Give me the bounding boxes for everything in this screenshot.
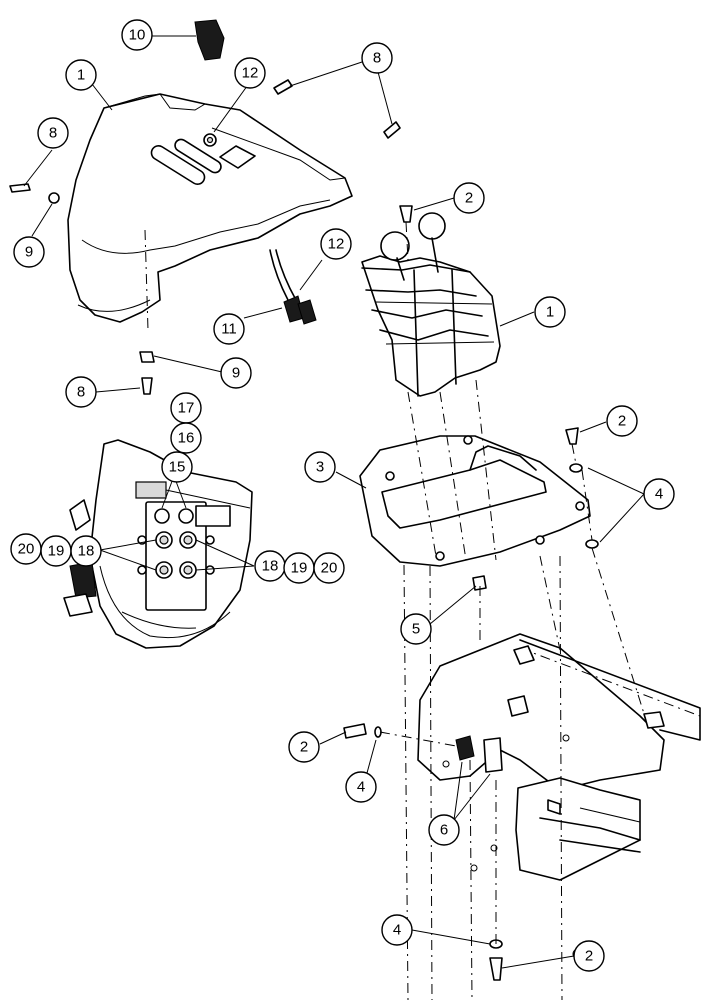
callout-label: 2 [618, 413, 626, 430]
callout-label: 5 [412, 621, 420, 638]
callout-20: 20 [10, 533, 42, 565]
callout-10: 10 [121, 19, 153, 51]
callout-4: 4 [381, 914, 413, 946]
leader-lines [23, 35, 645, 969]
mounting-plate [359, 427, 599, 591]
callout-label: 8 [49, 125, 57, 142]
callout-label: 11 [221, 321, 237, 338]
callout-label: 4 [393, 922, 401, 939]
callout-label: 3 [316, 459, 324, 476]
callout-label: 20 [321, 560, 338, 577]
callout-2: 2 [288, 731, 320, 763]
callout-label: 9 [232, 365, 240, 382]
callout-label: 10 [129, 27, 146, 44]
callout-18: 18 [254, 550, 286, 582]
callout-label: 12 [242, 65, 259, 82]
callout-1: 1 [65, 59, 97, 91]
callout-label: 16 [178, 430, 195, 447]
machine-frame [343, 221, 701, 1000]
callout-4: 4 [643, 478, 675, 510]
callout-11: 11 [213, 313, 245, 345]
callout-6: 6 [428, 814, 460, 846]
callout-8: 8 [65, 376, 97, 408]
callout-16: 16 [170, 422, 202, 454]
callout-label: 2 [585, 948, 593, 965]
callout-label: 8 [77, 384, 85, 401]
callout-20: 20 [313, 552, 345, 584]
callout-label: 15 [169, 459, 186, 476]
callout-5: 5 [400, 613, 432, 645]
callout-2: 2 [573, 940, 605, 972]
callout-label: 18 [78, 543, 95, 560]
callout-label: 2 [465, 190, 473, 207]
callout-balloons: 10 12 8 1 8 9 12 11 9 8 2 1 17 16 15 2 3… [10, 19, 675, 972]
callout-2: 2 [453, 182, 485, 214]
callout-label: 19 [48, 543, 65, 560]
callout-19: 19 [283, 552, 315, 584]
callout-label: 4 [357, 779, 365, 796]
callout-label: 4 [655, 486, 663, 503]
callout-label: 2 [300, 739, 308, 756]
callout-label: 18 [262, 558, 279, 575]
callout-3: 3 [304, 451, 336, 483]
callout-12: 12 [320, 228, 352, 260]
callout-label: 6 [440, 822, 448, 839]
callout-8: 8 [361, 42, 393, 74]
callout-15: 15 [161, 451, 193, 483]
callout-label: 8 [373, 50, 381, 67]
callout-9: 9 [13, 236, 45, 268]
callout-18: 18 [70, 535, 102, 567]
callout-12: 12 [234, 57, 266, 89]
callout-label: 12 [328, 236, 345, 253]
callout-17: 17 [170, 392, 202, 424]
callout-8: 8 [37, 117, 69, 149]
callout-label: 1 [77, 67, 85, 84]
callout-label: 9 [25, 244, 33, 261]
callout-19: 19 [40, 535, 72, 567]
joystick-control-assembly [361, 205, 501, 397]
callout-1: 1 [534, 296, 566, 328]
console-cover [9, 19, 401, 395]
valve-assembly-detail [63, 439, 253, 649]
callout-9: 9 [220, 357, 252, 389]
callout-label: 1 [546, 304, 554, 321]
callout-label: 20 [18, 541, 35, 558]
callout-label: 19 [291, 560, 308, 577]
callout-4: 4 [345, 771, 377, 803]
callout-2: 2 [606, 405, 638, 437]
callout-label: 17 [178, 400, 195, 417]
